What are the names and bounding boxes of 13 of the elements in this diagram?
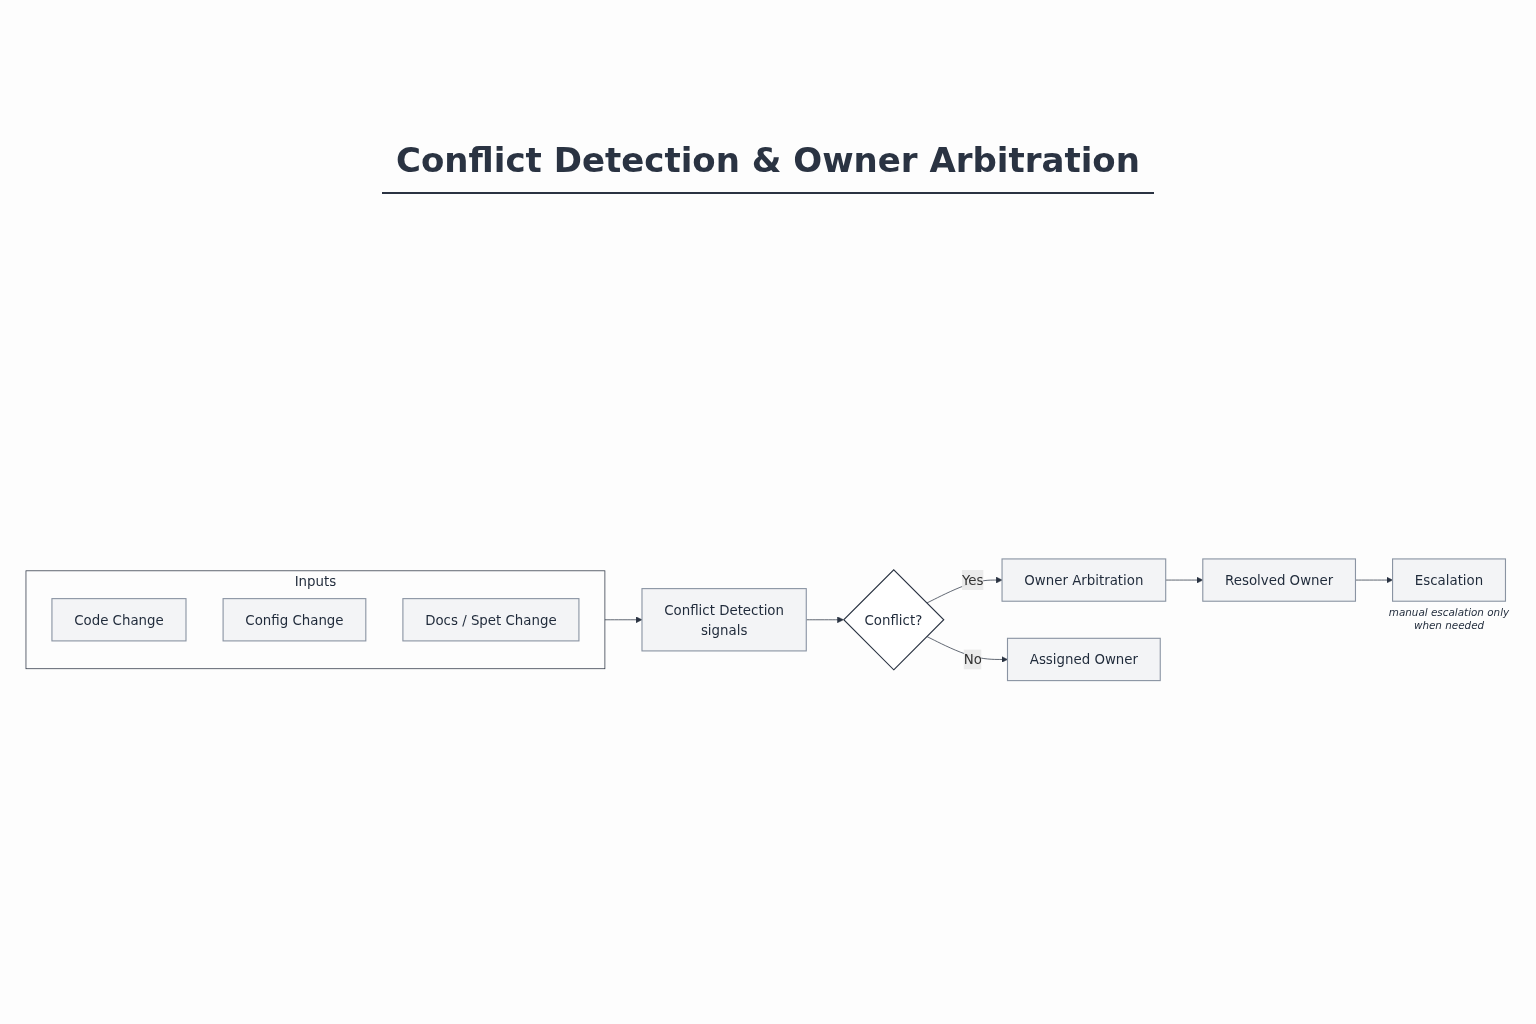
node-box: Owner Arbitration: [1001, 558, 1167, 602]
diagram-title: Conflict Detection & Owner Arbitration: [382, 140, 1154, 194]
node-box: Conflict Detection signals: [641, 588, 807, 652]
node-diamond: Conflict?: [842, 569, 945, 671]
edge-label: Yes: [961, 572, 984, 589]
node-note: manual escalation only when needed: [1388, 606, 1510, 632]
node-box: Docs / Spet Change: [402, 598, 580, 642]
node-box: Assigned Owner: [1006, 638, 1161, 682]
node-box: Escalation: [1392, 558, 1507, 602]
node-box: Resolved Owner: [1202, 558, 1357, 602]
node-box: Config Change: [222, 598, 367, 642]
edge-label: No: [963, 651, 982, 668]
node-box: Code Change: [51, 598, 187, 642]
